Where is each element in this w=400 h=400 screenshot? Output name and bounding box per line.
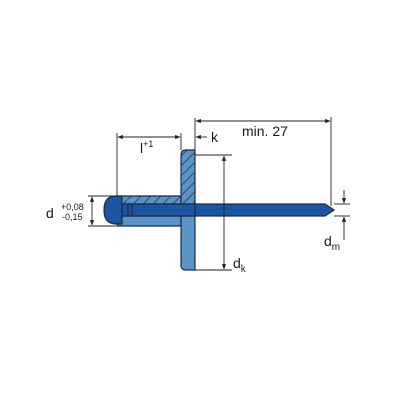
label-mandrel-length: min. 27 — [242, 123, 288, 139]
label-diameter-tol-lower: -0,15 — [62, 212, 83, 222]
mandrel-shank-inner — [121, 203, 196, 217]
mandrel-head — [103, 195, 123, 225]
mandrel-shaft — [194, 203, 336, 217]
label-diameter: d — [46, 205, 54, 221]
dimension-lines — [88, 117, 350, 271]
rivet-flange-upper — [180, 149, 196, 205]
rivet-sleeve-upper — [116, 195, 182, 205]
rivet-flange-lower — [180, 215, 196, 271]
label-mandrel-diameter: dm — [324, 233, 340, 253]
dimension-labels: l+1 k min. 27 d +0,08 -0,15 dk dm — [46, 123, 340, 275]
rivet-body — [116, 149, 196, 271]
label-head-diameter: dk — [233, 255, 247, 275]
label-length: l+1 — [140, 139, 153, 156]
rivet-sleeve-lower — [116, 215, 182, 227]
label-flange-thickness: k — [211, 129, 219, 145]
mandrel — [103, 195, 336, 225]
label-diameter-tol-upper: +0,08 — [61, 202, 84, 212]
